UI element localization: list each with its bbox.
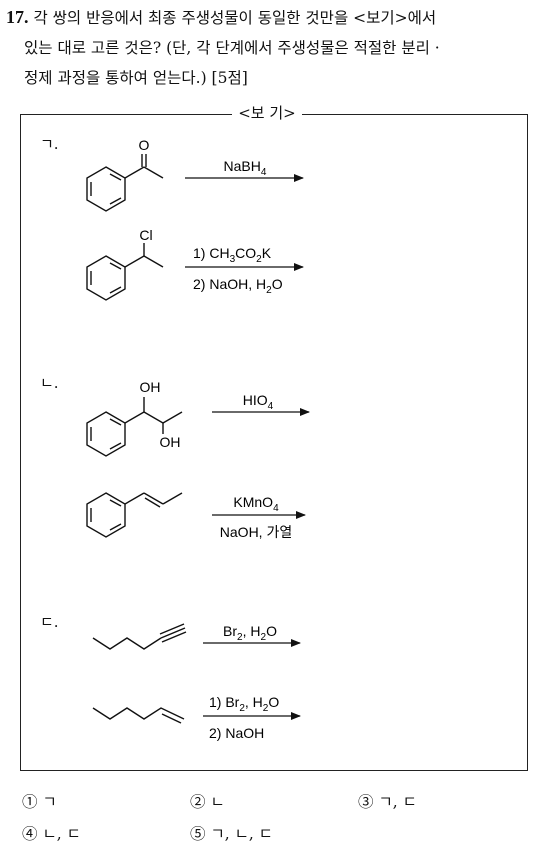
choice-4[interactable]: ④ ㄴ, ㄷ: [22, 825, 81, 843]
hexyne-structure: [92, 623, 187, 650]
reagent-kmno4: KMnO4: [233, 494, 279, 514]
hydroxyl-bottom-label: OH: [160, 434, 181, 450]
hexene-structure: [92, 707, 185, 724]
choice-3[interactable]: ③ ㄱ, ㄷ: [358, 793, 417, 811]
reagent-hio4: HIO4: [243, 392, 274, 412]
acetophenone-structure: [86, 154, 164, 212]
reagent-naoh-heat: NaOH, 가열: [220, 524, 292, 540]
reagent-step2-naoh-d: 2) NaOH: [209, 725, 264, 741]
hydroxyl-top-label: OH: [140, 379, 161, 395]
bogi-title: <보 기>: [0, 102, 534, 124]
diol-structure: [86, 397, 183, 457]
question-number: 17.: [6, 7, 29, 27]
choice-5[interactable]: ⑤ ㄱ, ㄴ, ㄷ: [190, 825, 273, 843]
propenylbenzene-structure: [86, 492, 183, 538]
choice-2[interactable]: ② ㄴ: [190, 793, 225, 811]
carbonyl-oxygen-label: O: [139, 137, 150, 153]
reagent-step1-br2: 1) Br2, H2O: [209, 694, 279, 714]
question-text-1: 각 쌍의 반응에서 최종 주생성물이 동일한 것만을 <보기>에서: [33, 9, 437, 27]
item-marker-digeut: ㄷ.: [40, 613, 59, 631]
reagent-step2-naoh: 2) NaOH, H2O: [193, 276, 283, 296]
chlorine-label: Cl: [139, 227, 152, 243]
chloroethylbenzene-structure: [86, 243, 164, 301]
choice-1[interactable]: ① ㄱ: [22, 793, 57, 811]
question-line-3: 정제 과정을 통하여 얻는다.) [5점]: [24, 69, 248, 87]
reagent-nabh4: NaBH4: [224, 158, 267, 178]
item-marker-giyeok: ㄱ.: [40, 135, 59, 153]
question-stem: 17. 각 쌍의 반응에서 최종 주생성물이 동일한 것만을 <보기>에서 있는…: [6, 2, 530, 93]
reagent-br2-h2o: Br2, H2O: [223, 623, 277, 643]
question-line-2: 있는 대로 고른 것은? (단, 각 단계에서 주생성물은 적절한 분리 ·: [24, 39, 440, 57]
item-marker-nieun: ㄴ.: [40, 374, 59, 392]
question-line-1: 17. 각 쌍의 반응에서 최종 주생성물이 동일한 것만을 <보기>에서: [6, 2, 530, 33]
reagent-step1-acetate: 1) CH3CO2K: [193, 245, 272, 265]
